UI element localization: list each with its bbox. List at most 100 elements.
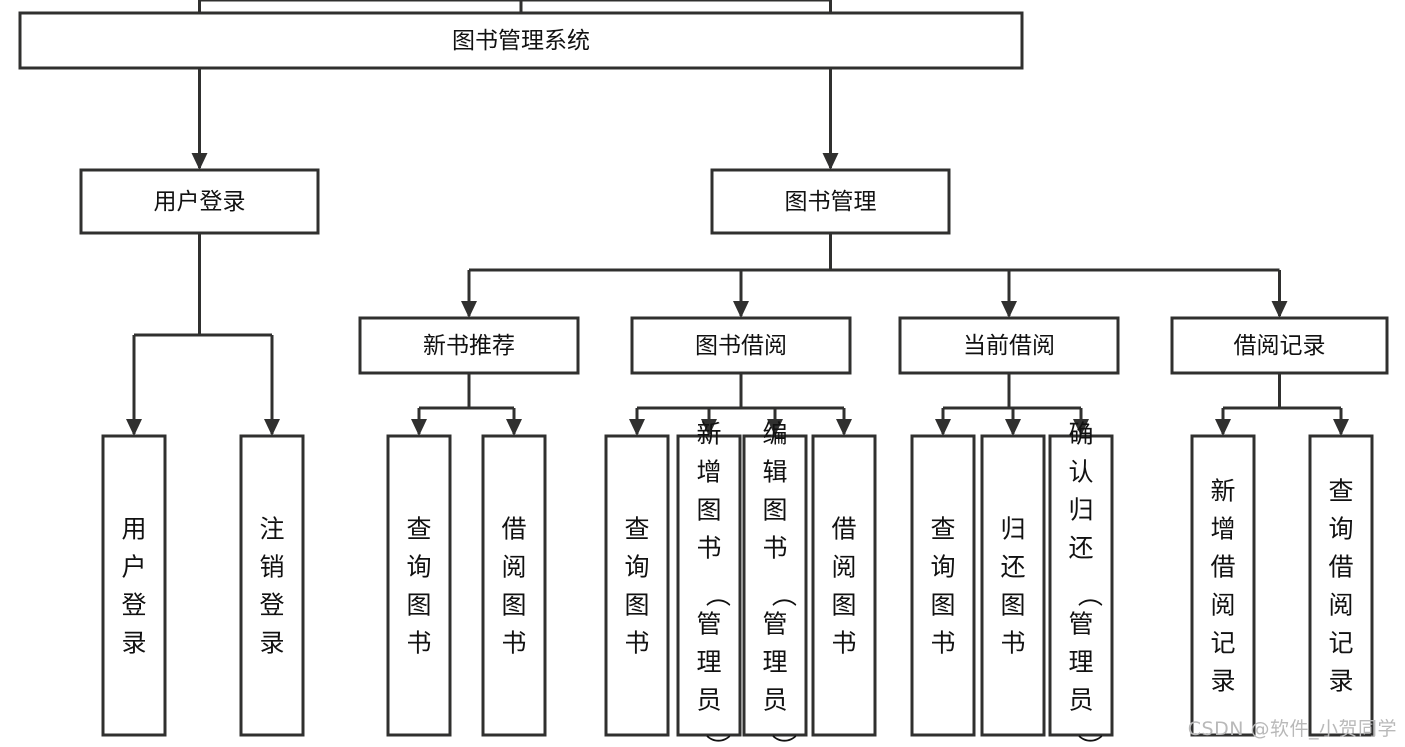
node-box-leaf-user-login [101, 434, 167, 737]
node-box-book-manage [710, 168, 951, 235]
node-label-char: 图 [501, 591, 526, 620]
node-book-borrow[interactable]: 图书借阅 [630, 316, 852, 375]
node-box-current-borrow [898, 316, 1120, 375]
node-label-char: 书 [696, 534, 721, 563]
node-label-char: 询 [930, 553, 955, 582]
node-label-new-book-recommend: 新书推荐 [423, 333, 515, 359]
node-label-char: 理 [696, 648, 721, 677]
node-label-char: 管 [1068, 610, 1093, 639]
node-label-char: 录 [1210, 667, 1235, 696]
connectors-layer [126, 0, 1349, 436]
node-label-char: 管 [696, 610, 721, 639]
node-label-char: 阅 [1210, 591, 1235, 620]
node-label-char: 阅 [831, 553, 856, 582]
node-label-char: 理 [1068, 648, 1093, 677]
node-label-char: 还 [1068, 534, 1093, 563]
node-label-char: 登 [259, 591, 284, 620]
node-label-char: 增 [696, 458, 721, 487]
node-label-char: 书 [624, 629, 649, 658]
node-box-leaf-query-book-bor [604, 434, 670, 737]
node-box-leaf-query-borrow-rec [1308, 434, 1374, 737]
node-label-char: 归 [1068, 496, 1093, 525]
node-borrow-record[interactable]: 借阅记录 [1170, 316, 1389, 375]
node-label-char: 记 [1328, 629, 1353, 658]
node-label-char: 借 [831, 515, 856, 544]
node-label-char: 新 [696, 420, 721, 449]
node-label-char: 销 [259, 553, 284, 582]
node-box-leaf-add-borrow-rec [1190, 434, 1256, 737]
node-box-leaf-borrow-book-rec [481, 434, 547, 737]
node-label-char: 归 [1000, 515, 1025, 544]
node-user-login[interactable]: 用户登录 [79, 168, 320, 235]
node-label-char: 注 [259, 515, 284, 544]
node-label-char: 查 [624, 515, 649, 544]
node-label-char: 阅 [501, 553, 526, 582]
node-label-book-manage: 图书管理 [785, 189, 877, 215]
node-box-root [18, 11, 1024, 70]
node-label-root: 图书管理系统 [452, 28, 590, 54]
node-box-leaf-return-book [980, 434, 1046, 737]
node-label-char: 书 [831, 629, 856, 658]
node-box-leaf-edit-book [742, 434, 808, 737]
node-leaf-user-login[interactable]: 用户登录 [101, 434, 167, 737]
node-label-char: 认 [1068, 458, 1093, 487]
node-box-leaf-query-book-cur [910, 434, 976, 737]
node-label-char: （ [769, 582, 798, 607]
node-label-char: 辑 [762, 458, 787, 487]
node-label-char: 查 [930, 515, 955, 544]
node-label-char: 增 [1210, 515, 1235, 544]
node-label-char: ） [1075, 734, 1104, 747]
node-label-char: 理 [762, 648, 787, 677]
node-label-char: 询 [406, 553, 431, 582]
node-label-char: 图 [930, 591, 955, 620]
node-box-leaf-user-logout [239, 434, 305, 737]
node-label-char: 书 [930, 629, 955, 658]
node-label-char: 管 [762, 610, 787, 639]
node-label-char: 图 [1000, 591, 1025, 620]
node-label-char: 查 [1328, 477, 1353, 506]
node-new-book-recommend[interactable]: 新书推荐 [358, 316, 580, 375]
node-box-borrow-record [1170, 316, 1389, 375]
node-label-char: 还 [1000, 553, 1025, 582]
node-label-char: 图 [624, 591, 649, 620]
node-label-char: 登 [121, 591, 146, 620]
node-label-char: 借 [1210, 553, 1235, 582]
node-label-char: 图 [831, 591, 856, 620]
node-current-borrow[interactable]: 当前借阅 [898, 316, 1120, 375]
node-label-char: 书 [406, 629, 431, 658]
node-label-char: （ [1075, 582, 1104, 607]
node-label-char: 书 [1000, 629, 1025, 658]
node-label-char: 员 [762, 686, 787, 715]
node-label-char: 图 [406, 591, 431, 620]
node-label-char: 员 [1068, 686, 1093, 715]
nodes-layer: 图书管理系统用户登录图书管理新书推荐图书借阅当前借阅借阅记录用户登录注销登录查询… [18, 11, 1389, 747]
node-root[interactable]: 图书管理系统 [18, 11, 1024, 70]
node-label-current-borrow: 当前借阅 [963, 333, 1055, 359]
node-label-borrow-record: 借阅记录 [1234, 333, 1326, 359]
node-label-char: 新 [1210, 477, 1235, 506]
node-label-char: 编 [762, 420, 787, 449]
node-book-manage[interactable]: 图书管理 [710, 168, 951, 235]
node-label-char: 阅 [1328, 591, 1353, 620]
node-label-char: ） [769, 734, 798, 747]
node-label-char: 录 [121, 629, 146, 658]
node-label-char: 书 [501, 629, 526, 658]
node-label-char: 确 [1068, 420, 1093, 449]
node-label-char: 询 [1328, 515, 1353, 544]
node-box-book-borrow [630, 316, 852, 375]
node-label-char: 录 [259, 629, 284, 658]
